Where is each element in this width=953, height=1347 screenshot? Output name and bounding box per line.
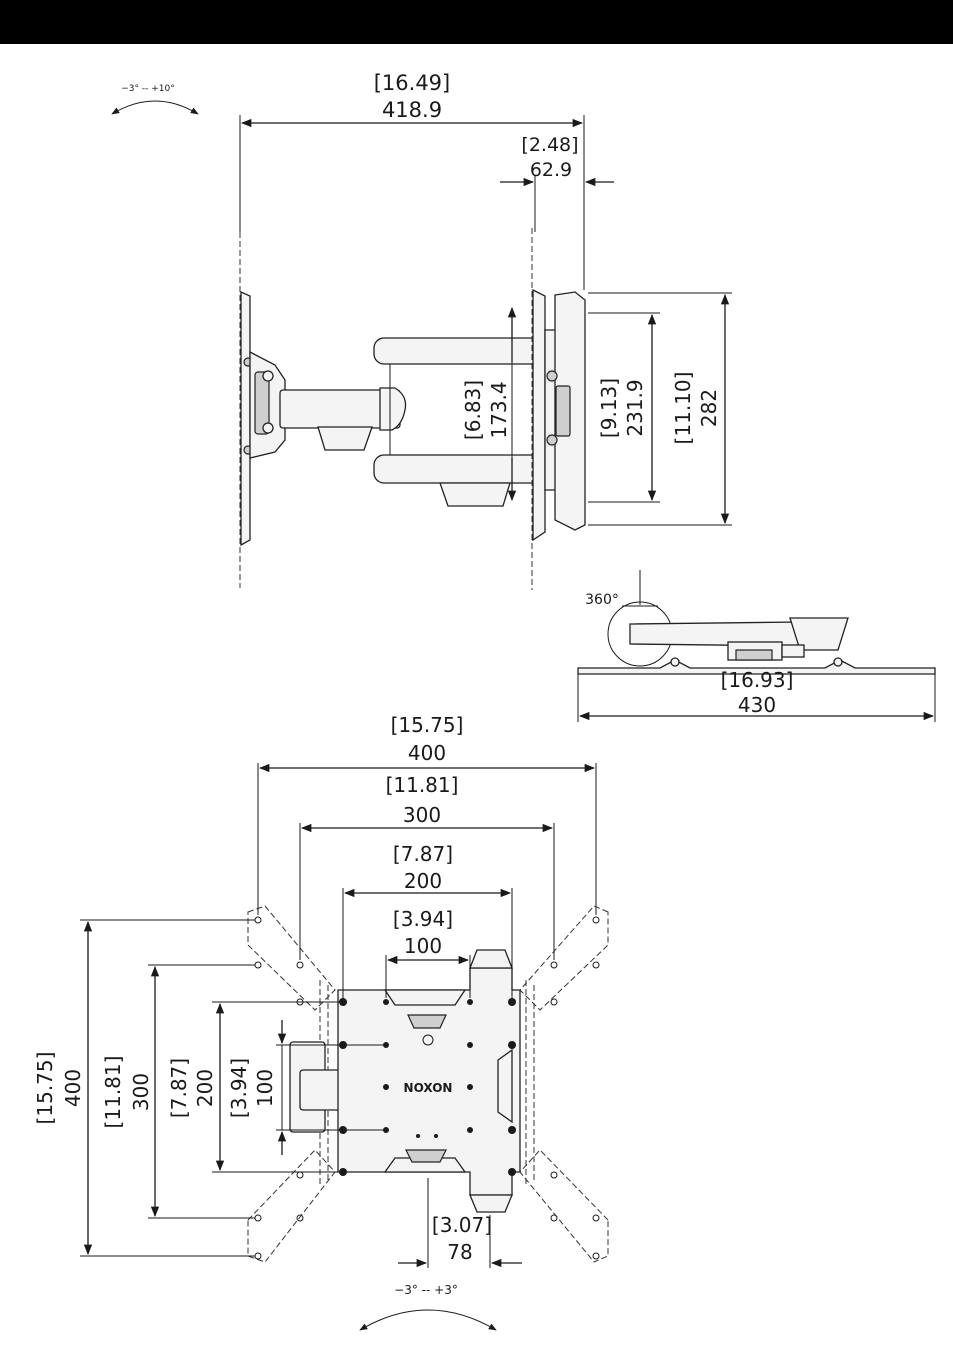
vesa-horizontal-dimensions: [15.75] 400 [11.81] 300 [7.87] 200 [3.94… [258, 713, 596, 998]
plate-depth-dimension: [2.48] 62.9 [500, 134, 614, 232]
offset-mm: 78 [447, 1240, 472, 1264]
vesa-v-100-mm: 100 [253, 1069, 277, 1107]
vesa-v-300-inch: [11.81] [101, 1056, 125, 1129]
plate-height-inch: [11.10] [671, 372, 695, 445]
vesa-v-300-mm: 300 [129, 1073, 153, 1111]
arm-spacing-mm: 173.4 [487, 381, 511, 438]
level-indicator: −3° -- +3° [360, 1283, 496, 1330]
hole-spacing-dimension: [9.13] 231.9 [588, 313, 660, 502]
vesa-v-100-inch: [3.94] [227, 1058, 251, 1118]
vesa-h-100-inch: [3.94] [393, 907, 453, 931]
tilt-indicator: −3° -- +10° [112, 84, 198, 114]
top-view: 360° [16.93] 430 [578, 570, 935, 722]
wall-plate-side [532, 228, 585, 590]
level-arc-icon [360, 1310, 496, 1330]
vesa-v-200-inch: [7.87] [167, 1058, 191, 1118]
overall-depth-mm: 418.9 [382, 98, 442, 122]
vesa-h-300-inch: [11.81] [386, 773, 459, 797]
plate-depth-mm: 62.9 [530, 159, 572, 181]
vesa-h-200-inch: [7.87] [393, 842, 453, 866]
offset-inch: [3.07] [432, 1213, 492, 1237]
swivel-label: 360° [585, 592, 619, 608]
width-mm: 430 [738, 693, 776, 717]
plate-depth-inch: [2.48] [521, 134, 578, 156]
width-inch: [16.93] [721, 668, 794, 692]
level-range-label: −3° -- +3° [394, 1283, 458, 1297]
vesa-h-400-mm: 400 [408, 741, 446, 765]
first-arm [280, 388, 406, 450]
side-view: −3° -- +10° [16.49] 418.9 [2.48] 62.9 [112, 71, 732, 590]
vesa-h-400-inch: [15.75] [391, 713, 464, 737]
hole-spacing-inch: [9.13] [597, 378, 621, 438]
vesa-h-100-mm: 100 [404, 934, 442, 958]
hole-spacing-mm: 231.9 [623, 379, 647, 436]
front-view: NOXON [15.75] 400 [11.81] 300 [7.87] 200… [33, 713, 608, 1330]
plate-height-mm: 282 [697, 389, 721, 427]
overall-depth-inch: [16.49] [374, 71, 451, 95]
vesa-h-300-mm: 300 [403, 803, 441, 827]
arm-spacing-inch: [6.83] [461, 380, 485, 440]
tilt-range-label: −3° -- +10° [121, 84, 174, 94]
tilt-arc-icon [112, 101, 198, 114]
vesa-v-400-mm: 400 [61, 1069, 85, 1107]
vesa-v-400-inch: [15.75] [33, 1052, 57, 1125]
vesa-h-200-mm: 200 [404, 869, 442, 893]
vesa-v-200-mm: 200 [193, 1069, 217, 1107]
brand-logo: NOXON [404, 1081, 453, 1095]
